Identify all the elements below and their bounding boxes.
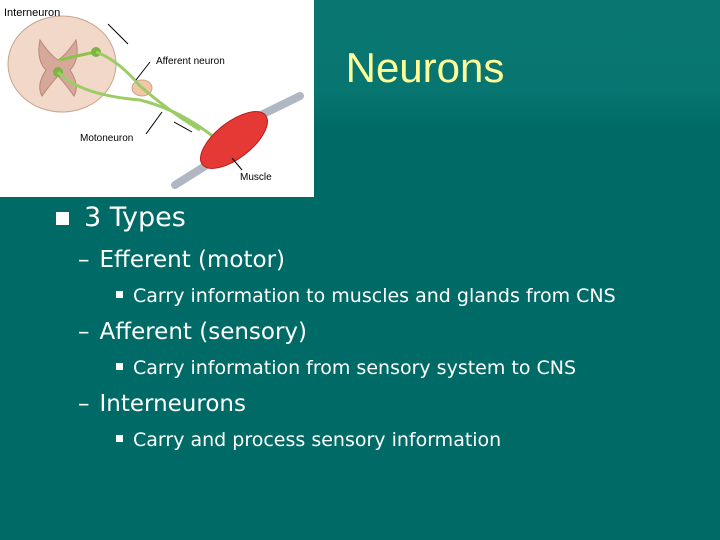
label-motoneuron: Motoneuron: [80, 133, 133, 144]
subbullet-efferent: –Efferent (motor): [78, 244, 706, 276]
bullet-list: 3 Types –Efferent (motor) Carry informat…: [56, 198, 706, 454]
bullet-main-text: 3 Types: [84, 202, 186, 233]
detail-efferent: Carry information to muscles and glands …: [116, 282, 706, 310]
arrow-afferent: [135, 61, 151, 81]
small-square-icon: [116, 291, 123, 298]
afferent-fiber: [95, 50, 201, 132]
arrow-interneuron: [107, 23, 129, 45]
dash-icon: –: [78, 247, 90, 273]
subbullet-efferent-text: Efferent (motor): [99, 247, 286, 273]
label-muscle: Muscle: [240, 172, 272, 183]
subbullet-afferent-text: Afferent (sensory): [99, 319, 308, 345]
small-square-icon: [116, 363, 123, 370]
subbullet-interneurons: –Interneurons: [78, 388, 706, 420]
neuron-diagram: Interneuron Afferent neuron Motoneuron M…: [0, 0, 314, 197]
label-interneuron: Interneuron: [4, 7, 60, 19]
small-square-icon: [116, 435, 123, 442]
dash-icon: –: [78, 391, 90, 417]
muscle: [200, 111, 268, 169]
subbullet-interneurons-text: Interneurons: [99, 391, 246, 417]
arrow-muscle: [231, 157, 243, 171]
detail-interneurons-text: Carry and process sensory information: [133, 429, 502, 451]
square-bullet-icon: [56, 212, 69, 225]
detail-afferent: Carry information from sensory system to…: [116, 354, 706, 382]
neuron-diagram-svg: Interneuron Afferent neuron Motoneuron M…: [4, 7, 304, 189]
slide-title: Neurons: [345, 44, 505, 91]
motor-fiber: [56, 70, 216, 140]
detail-efferent-text: Carry information to muscles and glands …: [133, 285, 616, 307]
detail-afferent-text: Carry information from sensory system to…: [133, 357, 577, 379]
arrow-motoneuron: [145, 111, 163, 135]
dash-icon: –: [78, 319, 90, 345]
subbullet-afferent: –Afferent (sensory): [78, 316, 706, 348]
arrow-motor-fiber: [173, 121, 193, 133]
detail-interneurons: Carry and process sensory information: [116, 426, 706, 454]
label-afferent-neuron: Afferent neuron: [156, 56, 225, 67]
bullet-main: 3 Types: [56, 198, 706, 238]
